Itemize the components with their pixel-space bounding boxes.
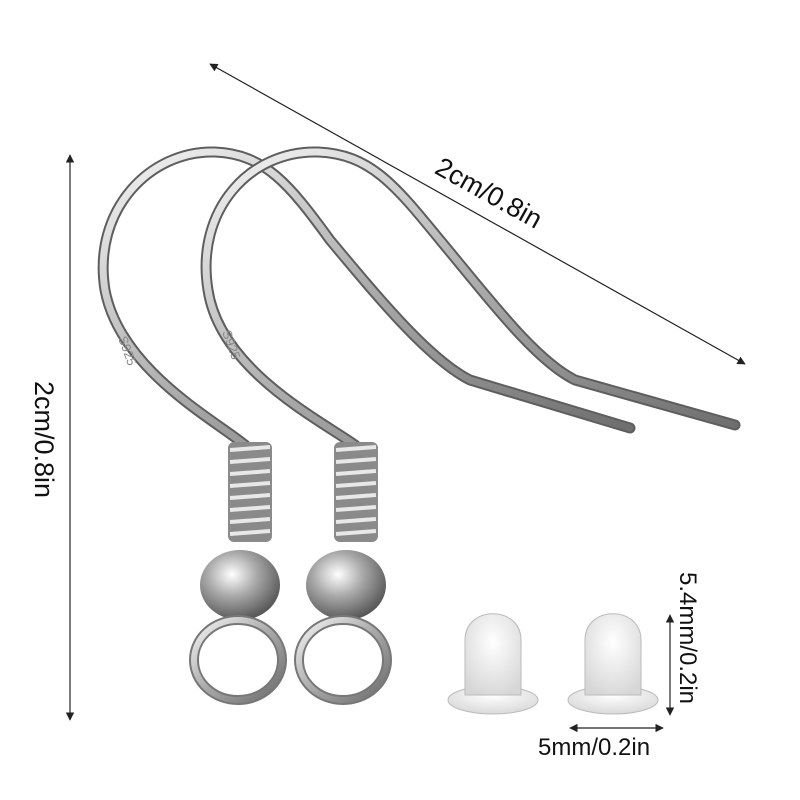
bead: [306, 550, 386, 620]
coil: [228, 442, 272, 542]
svg-text:S925: S925: [115, 334, 139, 368]
bead: [200, 550, 280, 620]
length-arrow: [209, 63, 746, 365]
ear-hook-1: S925: [97, 146, 636, 705]
earring-back-2: [567, 613, 659, 715]
earring-back-1: [447, 613, 539, 715]
svg-text:S925: S925: [219, 328, 243, 362]
hook-height-label: 2cm/0.8in: [29, 380, 60, 499]
coil: [334, 442, 378, 542]
ear-hook-2: S925: [200, 146, 741, 705]
back-height-label: 5.4mm/0.2in: [674, 571, 702, 705]
back-width-label: 5mm/0.2in: [538, 734, 651, 761]
